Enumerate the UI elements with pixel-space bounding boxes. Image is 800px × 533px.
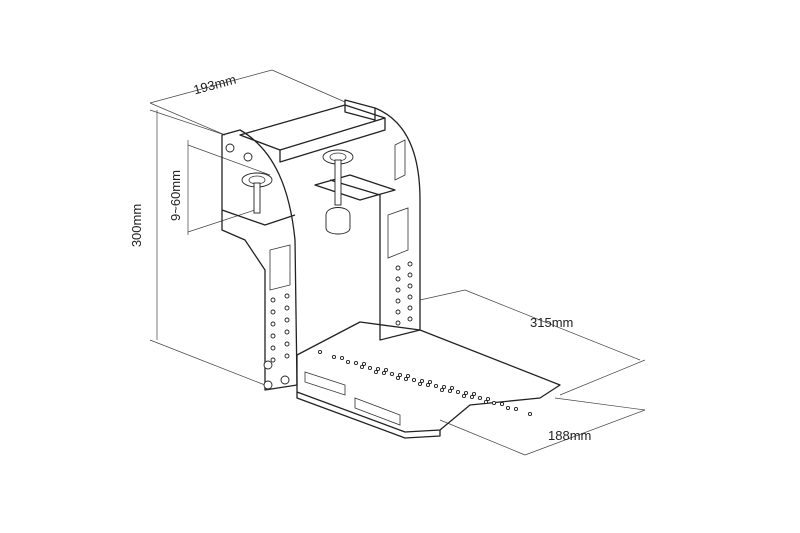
adjustment-holes: [270, 261, 413, 363]
hole: [449, 385, 455, 391]
hole: [417, 381, 423, 387]
hole: [485, 396, 491, 402]
hole: [483, 399, 489, 405]
hole: [407, 283, 413, 289]
hole: [373, 369, 379, 375]
hole: [433, 383, 439, 389]
hole: [284, 353, 290, 359]
hole: [439, 387, 445, 393]
hole: [270, 357, 276, 363]
hole: [527, 411, 533, 417]
hole: [469, 394, 475, 400]
right-side-plate: [329, 107, 421, 341]
hole: [270, 321, 276, 327]
hole: [407, 316, 413, 322]
hole: [270, 309, 276, 315]
hole: [395, 265, 401, 271]
hole: [284, 341, 290, 347]
hole: [339, 355, 345, 361]
tray-plate: [296, 321, 561, 439]
hole: [463, 390, 469, 396]
hole: [367, 365, 373, 371]
dimension-lines: [149, 69, 646, 456]
hole: [513, 406, 519, 412]
hole: [331, 354, 337, 360]
hole: [284, 305, 290, 311]
hole: [491, 400, 497, 406]
dimension-tray-width-label: 188mm: [548, 428, 592, 443]
hole: [389, 371, 395, 377]
upper-clamp: [314, 149, 396, 235]
hole: [361, 361, 367, 367]
hole: [397, 372, 403, 378]
top-crossbar: [239, 99, 386, 163]
tray-holes: [317, 349, 533, 417]
hole: [427, 379, 433, 385]
hole: [441, 384, 447, 390]
hole: [375, 366, 381, 372]
hole: [284, 317, 290, 323]
hole: [270, 345, 276, 351]
hole: [407, 305, 413, 311]
hole: [403, 376, 409, 382]
hole: [270, 297, 276, 303]
hole: [407, 261, 413, 267]
hole: [270, 333, 276, 339]
hole: [477, 395, 483, 401]
hole: [395, 309, 401, 315]
hole: [395, 375, 401, 381]
hole: [461, 393, 467, 399]
hole: [411, 377, 417, 383]
hole: [359, 364, 365, 370]
hole: [381, 370, 387, 376]
hole: [499, 401, 505, 407]
hole: [407, 272, 413, 278]
hole: [419, 378, 425, 384]
hole: [395, 276, 401, 282]
dimension-height-label: 300mm: [129, 203, 145, 248]
hole: [345, 359, 351, 365]
hole: [425, 382, 431, 388]
hole: [383, 367, 389, 373]
hole: [353, 360, 359, 366]
hole: [405, 373, 411, 379]
hole: [395, 320, 401, 326]
hole: [447, 388, 453, 394]
dimension-clamp-range-label: 9~60mm: [167, 170, 183, 221]
hole: [505, 405, 511, 411]
hole: [471, 391, 477, 397]
dimension-tray-length-label: 315mm: [530, 315, 574, 330]
hole: [317, 349, 323, 355]
left-side-plate: [221, 129, 298, 391]
hole: [455, 389, 461, 395]
hole: [395, 298, 401, 304]
hole: [395, 287, 401, 293]
hole: [284, 329, 290, 335]
hole: [407, 294, 413, 300]
hole: [284, 293, 290, 299]
